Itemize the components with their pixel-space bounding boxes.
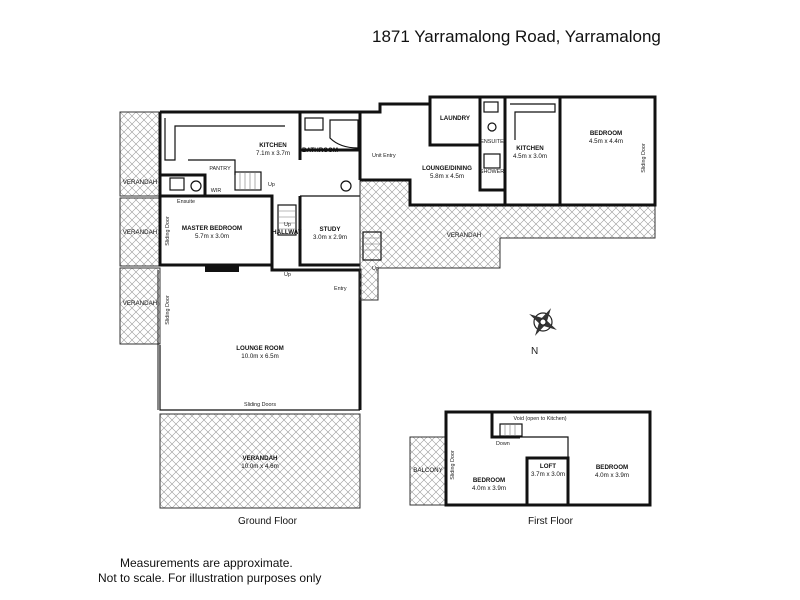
stair-landing-walls	[490, 412, 520, 439]
disclaimer-line-1: Measurements are approximate.	[120, 556, 293, 570]
unit-entry-label: Unit Entry	[372, 153, 396, 159]
fireplace	[205, 265, 239, 272]
bathroom-basin	[304, 117, 324, 131]
bedroom-f1-name: BEDROOM	[473, 477, 505, 484]
verandah-w1-label: VERANDAH	[123, 229, 157, 236]
ensuite-basin	[169, 177, 185, 191]
loft-walls	[525, 456, 570, 505]
bedroom-f2-name: BEDROOM	[596, 464, 628, 471]
verandah-e-area	[359, 179, 656, 301]
first-floor-stairs	[499, 423, 523, 437]
compass-north-label: N	[531, 346, 538, 357]
kitchen-name: KITCHEN	[259, 142, 287, 149]
verandah-e-label: VERANDAH	[447, 232, 481, 239]
ensuite-name: Ensuite	[177, 199, 195, 205]
ensuite-unit-name: ENSUITE	[480, 139, 504, 145]
master-bedroom-dim: 5.7m x 3.0m	[195, 233, 229, 240]
balcony-area	[409, 436, 447, 506]
hallway-name: HALLWAY	[272, 229, 303, 236]
master-bedroom-walls	[160, 194, 274, 265]
unit-basin	[483, 101, 499, 113]
ground-floor	[119, 95, 657, 509]
master-bedroom-name: MASTER BEDROOM	[182, 225, 242, 232]
loft-dim: 3.7m x 3.0m	[531, 471, 565, 478]
bedroom-unit-dim: 4.5m x 4.4m	[589, 138, 623, 145]
disclaimer-line-2: Not to scale. For illustration purposes …	[98, 571, 322, 585]
bathroom-walls	[298, 112, 362, 160]
verandah-w1-area	[119, 197, 161, 267]
study-name: STUDY	[320, 226, 342, 233]
verandah-w2-label: VERANDAH	[123, 300, 157, 307]
void-rail	[520, 436, 569, 458]
entry-label: Entry	[334, 286, 347, 292]
ground-floor-caption: Ground Floor	[238, 516, 297, 527]
compass-icon	[529, 308, 557, 336]
lounge-room-walls	[159, 345, 360, 411]
verandah-s-area	[159, 413, 361, 509]
lounge-room-dim: 10.0m x 6.5m	[241, 353, 279, 360]
loft-name: LOFT	[540, 463, 556, 470]
lounge-dining-dim: 5.8m x 4.5m	[430, 173, 464, 180]
bedroom-f2-dim: 4.0m x 3.9m	[595, 472, 629, 479]
wc-toilet	[340, 180, 352, 192]
lounge-dining-name: LOUNGE/DINING	[422, 165, 472, 172]
lounge-room-name: LOUNGE ROOM	[236, 345, 283, 352]
bathroom-shower	[329, 119, 359, 149]
sliding-doors-label: Sliding Doors	[244, 402, 276, 408]
wir-name: WIR	[211, 188, 222, 194]
first-floor-labels: Void (open to Kitchen) Down BALCONY Slid…	[413, 416, 629, 492]
unit-toilet	[487, 122, 497, 132]
bedroom-f1-dim: 4.0m x 3.9m	[472, 485, 506, 492]
sliding-door-label-2: Sliding Door	[165, 295, 171, 325]
unit-shower-tray	[483, 153, 501, 169]
ground-floor-labels: VERANDAH VERANDAH VERANDAH KITCHEN 7.1m …	[123, 115, 647, 470]
kitchen-dim: 7.1m x 3.7m	[256, 150, 290, 157]
entry-up-label: Up	[372, 266, 379, 272]
verandah-w2-area	[119, 267, 161, 345]
sliding-door-label-1: Sliding Door	[165, 216, 171, 246]
kitchen-counter	[164, 118, 285, 161]
down-label: Down	[496, 441, 510, 447]
kitchen-up-label: Up	[268, 182, 275, 188]
study-walls	[298, 196, 360, 267]
verandah-s-dim: 10.0m x 4.6m	[241, 463, 279, 470]
kitchen-unit-dim: 4.5m x 3.0m	[513, 153, 547, 160]
unit-kitchen-counter	[510, 103, 556, 140]
unit-walls	[360, 95, 657, 207]
hallway-stairs	[277, 204, 297, 236]
void-label: Void (open to Kitchen)	[513, 416, 566, 422]
kitchen-unit-name: KITCHEN	[516, 145, 544, 152]
hallway-up-label-2: Up	[284, 272, 291, 278]
shower-name: SHOWER	[480, 169, 504, 175]
bedroom-unit-name: BEDROOM	[590, 130, 622, 137]
page-title: 1871 Yarramalong Road, Yarramalong	[372, 27, 661, 46]
sliding-door-label-4: Sliding Door	[450, 450, 456, 480]
pantry-walls	[188, 159, 236, 175]
study-dim: 3.0m x 2.9m	[313, 234, 347, 241]
first-floor	[409, 410, 652, 507]
bathroom-name: BATHROOM	[302, 147, 338, 154]
pantry-name: PANTRY	[209, 166, 231, 172]
hallway-up-label: Up	[284, 222, 291, 228]
sliding-door-label-3: Sliding Door	[641, 143, 647, 173]
balcony-label: BALCONY	[413, 467, 443, 474]
laundry-name: LAUNDRY	[440, 115, 471, 122]
unit-entry-stairs	[362, 231, 382, 261]
ensuite-unit-walls	[478, 97, 505, 192]
first-floor-caption: First Floor	[528, 516, 573, 527]
verandah-s-name: VERANDAH	[242, 455, 278, 462]
ensuite-toilet	[190, 180, 202, 192]
kitchen-stairs	[234, 171, 262, 191]
verandah-nw-label: VERANDAH	[123, 179, 157, 186]
ensuite-walls	[160, 173, 207, 196]
